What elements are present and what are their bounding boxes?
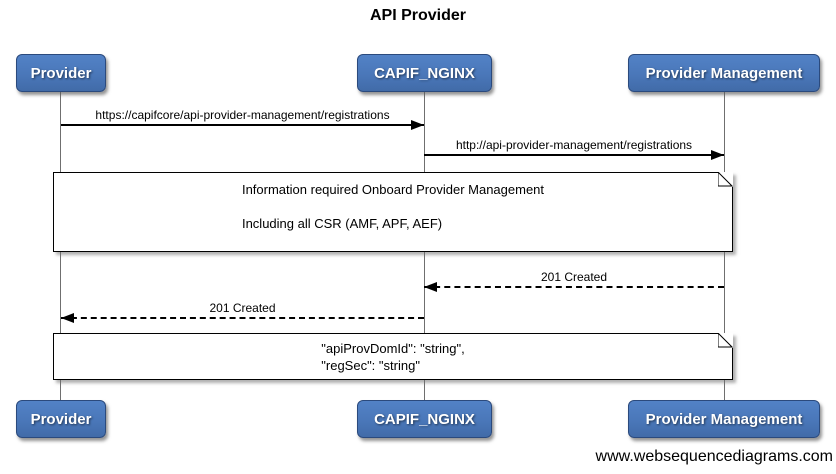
note-line: "regSec": "string"	[321, 358, 420, 373]
note-text-block: Information required Onboard Provider Ma…	[242, 181, 544, 232]
actor-provider-label: Provider	[30, 410, 92, 428]
note-response-body: "apiProvDomId": "string", "regSec": "str…	[53, 333, 733, 380]
actor-provider-label: Provider	[30, 64, 92, 82]
note-line: Information required Onboard Provider Ma…	[241, 182, 545, 197]
arrowhead-right-icon	[711, 150, 724, 160]
message-registrations-http: http://api-provider-management/registrat…	[424, 138, 724, 156]
message-registrations-https: https://capifcore/api-provider-managemen…	[61, 108, 424, 126]
note-fold-icon	[718, 172, 733, 187]
note-line	[242, 198, 544, 215]
actor-provider-top: Provider	[16, 54, 106, 92]
arrowhead-right-icon	[411, 120, 424, 130]
actor-provider-management-label: Provider Management	[645, 410, 803, 428]
message-label: 201 Created	[209, 301, 276, 315]
arrowhead-left-icon	[61, 313, 74, 323]
message-label: https://capifcore/api-provider-managemen…	[95, 108, 390, 122]
note-fold-icon	[718, 333, 733, 348]
message-201-created-right: 201 Created	[424, 270, 724, 288]
actor-provider-management-label: Provider Management	[645, 64, 803, 82]
message-201-created-left: 201 Created	[61, 301, 424, 319]
note-line: "apiProvDomId": "string",	[321, 341, 465, 356]
actor-capif-nginx-label: CAPIF_NGINX	[374, 64, 475, 82]
watermark-websequencediagrams: www.websequencediagrams.com	[595, 448, 833, 465]
message-label: http://api-provider-management/registrat…	[455, 138, 693, 152]
actor-provider-management-top: Provider Management	[628, 54, 820, 92]
note-text-block: "apiProvDomId": "string", "regSec": "str…	[321, 340, 464, 374]
actor-capif-nginx-top: CAPIF_NGINX	[357, 54, 492, 92]
note-line: Including all CSR (AMF, APF, AEF)	[241, 216, 443, 231]
actor-provider-bottom: Provider	[16, 400, 106, 438]
note-onboard-info: Information required Onboard Provider Ma…	[53, 172, 733, 252]
actor-capif-nginx-label: CAPIF_NGINX	[374, 410, 475, 428]
arrowhead-left-icon	[424, 282, 437, 292]
message-label: 201 Created	[540, 270, 608, 284]
diagram-title: API Provider	[369, 7, 467, 24]
actor-capif-nginx-bottom: CAPIF_NGINX	[357, 400, 492, 438]
actor-provider-management-bottom: Provider Management	[628, 400, 820, 438]
